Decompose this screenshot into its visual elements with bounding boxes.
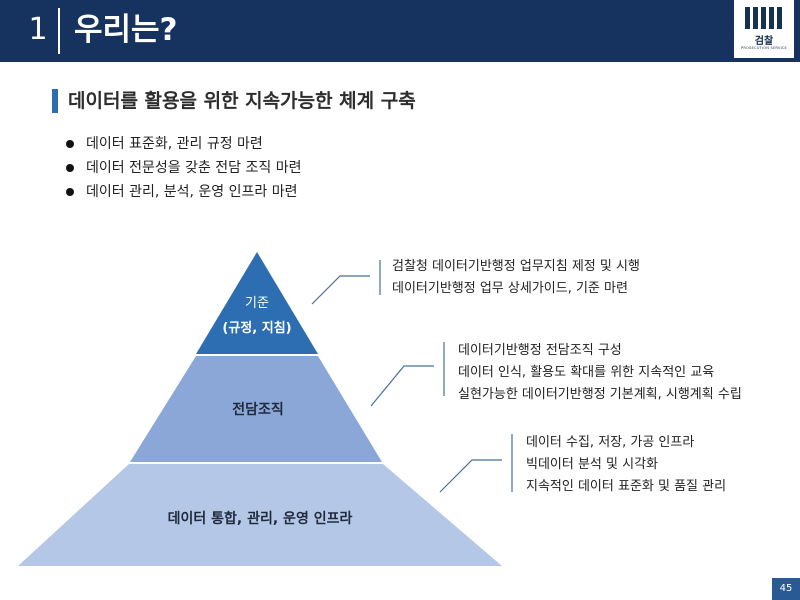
note-line: 지속적인 데이터 표준화 및 품질 관리: [526, 479, 727, 494]
bullet-text: 데이터 전문성을 갖춘 전담 조직 마련: [86, 160, 302, 176]
connector-bottom: [439, 459, 502, 493]
bullet-list: 데이터 표준화, 관리 규정 마련 데이터 전문성을 갖춘 전담 조직 마련 데…: [62, 132, 301, 204]
list-item: 데이터 표준화, 관리 규정 마련: [62, 132, 301, 156]
list-item: 데이터 전문성을 갖춘 전담 조직 마련: [62, 156, 301, 180]
bullet-text: 데이터 표준화, 관리 규정 마련: [86, 136, 263, 152]
pyramid-tier-middle: [130, 356, 382, 462]
note-line: 실현가능한 데이터기반행정 기본계획, 시행계획 수립: [458, 387, 742, 402]
title-bar: 1 우리는? 검찰 PROSECUTION SERVICE: [0, 0, 800, 62]
section-number: 1: [28, 12, 48, 47]
section-divider: [58, 8, 60, 54]
note-line: 데이터기반행정 전담조직 구성: [458, 343, 622, 358]
note-bottom: 데이터 수집, 저장, 가공 인프라 빅데이터 분석 및 시각화 지속적인 데이…: [526, 432, 726, 498]
bullet-dot-icon: [66, 164, 74, 172]
pyramid-tier-top: [196, 252, 318, 354]
bullet-dot-icon: [66, 140, 74, 148]
page-number: 45: [772, 578, 800, 600]
logo-name: 검찰: [754, 36, 774, 47]
tier-middle-label: 전담조직: [232, 401, 284, 418]
section-subtitle: 데이터를 활용을 위한 지속가능한 체계 구축: [68, 90, 416, 112]
tier-top-label-line2: (규정, 지침): [222, 320, 291, 336]
bullet-text: 데이터 관리, 분석, 운영 인프라 마련: [86, 184, 298, 200]
note-line: 빅데이터 분석 및 시각화: [526, 457, 658, 472]
note-line: 데이터 수집, 저장, 가공 인프라: [526, 435, 695, 450]
tier-bottom-label: 데이터 통합, 관리, 운영 인프라: [168, 510, 353, 527]
note-line: 데이터 인식, 활용도 확대를 위한 지속적인 교육: [458, 365, 715, 380]
note-line: 데이터기반행정 업무 상세가이드, 기준 마련: [392, 281, 628, 296]
logo-subtext: PROSECUTION SERVICE: [740, 46, 788, 50]
note-top: 검찰청 데이터기반행정 업무지침 제정 및 시행 데이터기반행정 업무 상세가이…: [392, 256, 640, 300]
bullet-dot-icon: [66, 188, 74, 196]
connector-top: [311, 275, 370, 305]
logo-bars-icon: [743, 7, 785, 29]
note-middle: 데이터기반행정 전담조직 구성 데이터 인식, 활용도 확대를 위한 지속적인 …: [458, 340, 742, 406]
note-line: 검찰청 데이터기반행정 업무지침 제정 및 시행: [392, 259, 640, 274]
slide-title: 우리는?: [74, 12, 178, 48]
prosecution-logo: 검찰 PROSECUTION SERVICE: [734, 0, 794, 58]
tier-top-label-line1: 기준: [245, 296, 269, 311]
subtitle-accent-bar: [52, 89, 58, 113]
connector-middle: [370, 365, 434, 407]
pyramid-tier-bottom: [18, 464, 502, 566]
list-item: 데이터 관리, 분석, 운영 인프라 마련: [62, 180, 301, 204]
